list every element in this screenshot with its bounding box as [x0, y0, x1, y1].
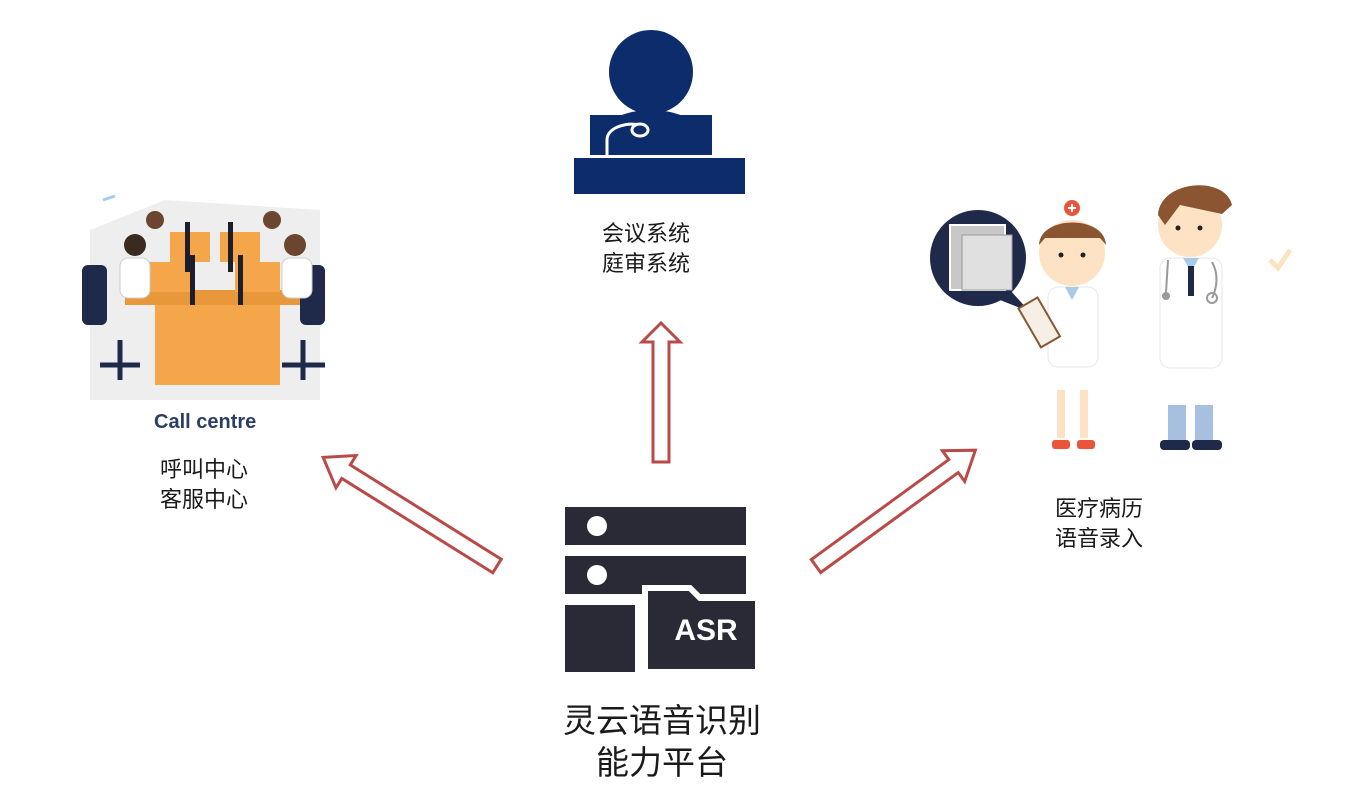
right-label-line1: 医疗病历 — [1055, 497, 1144, 522]
server-folder-icon — [565, 507, 761, 675]
top-label-line1: 会议系统 — [602, 222, 691, 247]
right-label-line2: 语音录入 — [1055, 527, 1144, 552]
right-label: 医疗病历 语音录入 — [1055, 495, 1143, 555]
arrow-up — [638, 320, 684, 464]
left-label: 呼叫中心 客服中心 — [160, 456, 248, 516]
call-centre-title: Call centre — [154, 411, 257, 433]
speaker-podium-icon — [574, 30, 745, 194]
arrow-left — [320, 453, 504, 575]
platform-title: 灵云语音识别 能力平台 — [512, 700, 812, 784]
call-centre-illustration — [82, 194, 325, 400]
left-label-line1: 呼叫中心 — [160, 458, 249, 483]
top-label-line2: 庭审系统 — [602, 252, 691, 277]
left-label-line2: 客服中心 — [160, 488, 249, 513]
asr-icon-text: ASR — [674, 614, 738, 647]
doctor-nurse-illustration — [930, 185, 1293, 450]
top-label: 会议系统 庭审系统 — [602, 220, 690, 280]
platform-title-line2: 能力平台 — [596, 743, 728, 782]
platform-title-line1: 灵云语音识别 — [563, 701, 761, 740]
arrow-right — [809, 448, 978, 575]
